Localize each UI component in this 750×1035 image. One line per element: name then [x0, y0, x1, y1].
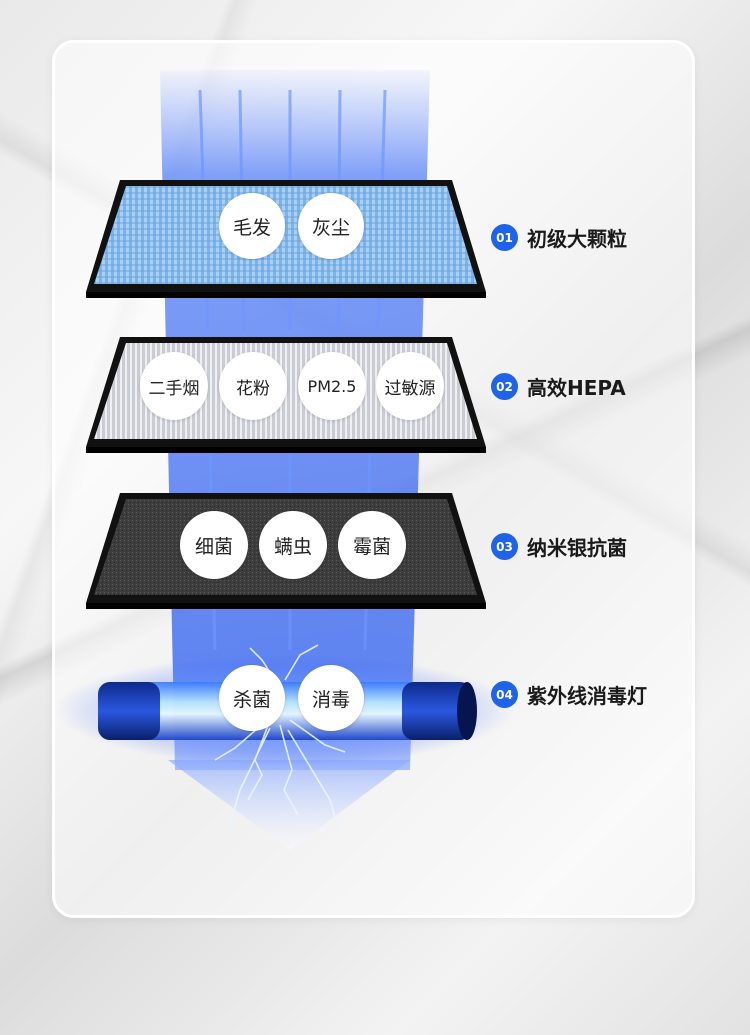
layer-label-text: 纳米银抗菌: [527, 536, 627, 560]
layer-label-2: 02 高效HEPA: [491, 372, 626, 401]
bubble-pm25: PM2.5: [298, 352, 366, 420]
bubble-bacteria: 细菌: [180, 511, 248, 579]
layer-label-4: 04 紫外线消毒灯: [491, 680, 647, 709]
uv-lamp: [55, 644, 515, 836]
step-number-badge: 01: [491, 224, 518, 251]
step-number-badge: 02: [491, 373, 518, 400]
bubble-dust: 灰尘: [298, 193, 364, 259]
layer-label-1: 01 初级大颗粒: [491, 223, 627, 252]
layer-label-text: 高效HEPA: [527, 376, 626, 400]
layer-label-3: 03 纳米银抗菌: [491, 532, 627, 561]
bubble-pollen: 花粉: [219, 352, 287, 420]
lightning-effect: [214, 644, 346, 836]
filter-layer-1: [86, 180, 486, 298]
step-number-badge: 04: [491, 681, 518, 708]
bubble-mold: 霉菌: [338, 511, 406, 579]
step-number-badge: 03: [491, 533, 518, 560]
bubble-mites: 螨虫: [259, 511, 327, 579]
bubble-allergen: 过敏源: [376, 352, 444, 420]
bubble-disinfect: 消毒: [298, 665, 364, 731]
bubble-hair: 毛发: [219, 193, 285, 259]
layer-label-text: 初级大颗粒: [527, 227, 627, 251]
bubble-sterilize: 杀菌: [219, 665, 285, 731]
layer-label-text: 紫外线消毒灯: [527, 684, 647, 708]
bubble-secondhand-smoke: 二手烟: [140, 352, 208, 420]
flow-arrow-head: [168, 760, 410, 850]
